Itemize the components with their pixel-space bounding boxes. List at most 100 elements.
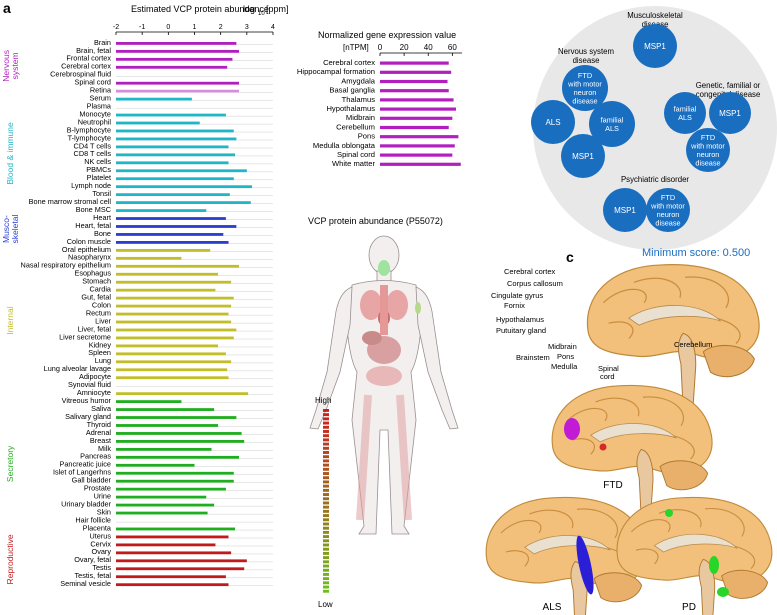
gene-bar xyxy=(380,70,452,74)
group-label-line: Nervous xyxy=(1,50,11,82)
abundance-bar xyxy=(116,193,230,197)
scale-cell xyxy=(323,459,329,463)
disease-label-line: Psychiatric disorder xyxy=(621,175,689,184)
brain-label: Spinal xyxy=(598,364,619,373)
abundance-bar xyxy=(116,487,226,491)
abundance-bar xyxy=(116,392,249,396)
abundance-bar xyxy=(116,352,226,356)
gene-unit: [nTPM] xyxy=(343,43,369,52)
corpus-callosum xyxy=(653,533,738,553)
region-label: Hypothalamus xyxy=(326,104,375,113)
pd-cerebellum-highlight xyxy=(717,587,729,597)
gene-expression-chart: Normalized gene expression value [nTPM] … xyxy=(297,30,462,168)
node-label: ALS xyxy=(545,118,560,127)
cerebellum xyxy=(593,572,643,603)
tissue-label: NK cells xyxy=(84,157,111,166)
abundance-bar xyxy=(116,368,228,372)
abundance-bar xyxy=(116,432,242,435)
abundance-bar xyxy=(116,312,229,316)
gene-bar xyxy=(380,107,456,111)
gene-bar xyxy=(380,79,448,84)
group-label: Reproductive xyxy=(5,534,15,584)
abundance-bar xyxy=(116,169,247,173)
scale-cell xyxy=(323,501,329,505)
min-score: Minimum score: 0.500 xyxy=(642,247,750,259)
abundance-bar xyxy=(116,185,253,189)
disease-node xyxy=(531,100,575,144)
abundance-bar xyxy=(116,153,236,157)
abundance-bar xyxy=(116,344,219,348)
abundance-bar xyxy=(116,89,239,93)
region-label: Medulla oblongata xyxy=(313,141,376,150)
tissue-label: Milk xyxy=(98,444,111,453)
scale-cell xyxy=(323,488,329,492)
abundance-bar xyxy=(116,479,234,483)
node-label-line: MSP1 xyxy=(572,152,594,161)
node-label-line: disease xyxy=(655,219,680,228)
node-label-line: FTD xyxy=(661,193,675,202)
scale-cell xyxy=(323,434,329,438)
tissue-label: Brain, fetal xyxy=(76,46,111,55)
tissue-label: Adrenal xyxy=(86,428,112,437)
tissue-label: Ovary xyxy=(92,547,112,556)
abundance-bar xyxy=(116,209,207,212)
gene-tick-label: 20 xyxy=(400,43,409,52)
tissue-label: Lung xyxy=(95,356,111,365)
disease-label-line: Musculoskeletal xyxy=(627,11,683,20)
tissue-label: PBMCs xyxy=(86,165,111,174)
scale-cell xyxy=(323,514,329,518)
tissue-label: Prostate xyxy=(84,484,111,493)
disease-node xyxy=(686,128,730,172)
scale-cell xyxy=(323,451,329,454)
abundance-bar xyxy=(116,248,211,252)
tissue-label: Skin xyxy=(97,507,111,516)
body-title: VCP protein abundance (P55072) xyxy=(308,216,443,226)
scale-cell xyxy=(323,560,329,564)
group-label-line: Musco- xyxy=(1,215,11,243)
tissue-label: Oral epithelium xyxy=(62,245,111,254)
corpus-callosum xyxy=(590,423,677,443)
abundance-bar xyxy=(116,376,229,380)
tissue-label: Testis xyxy=(92,563,111,572)
node-label-line: with motor xyxy=(650,202,685,211)
tissue-label: Neutrophil xyxy=(78,117,112,126)
gyri xyxy=(566,396,695,460)
gene-bar xyxy=(380,98,454,102)
scale-cell xyxy=(323,409,329,412)
brain-drawing xyxy=(616,496,773,615)
tissue-label: Serum xyxy=(90,94,112,103)
disease-node xyxy=(709,92,751,134)
tissue-label: Testis, fetal xyxy=(75,571,112,580)
brain-label: cord xyxy=(600,372,615,381)
abundance-bar xyxy=(116,408,215,411)
abundance-bar xyxy=(116,471,234,475)
scale-cell xyxy=(323,446,329,450)
tissue-label: B-lymphocyte xyxy=(67,125,111,134)
gene-bar xyxy=(380,61,449,65)
node-label-line: familial xyxy=(601,116,624,125)
region-label: Midbrain xyxy=(346,113,375,122)
scale-cell xyxy=(323,589,329,593)
abundance-bar xyxy=(116,288,216,292)
tissue-label: Plasma xyxy=(87,101,112,110)
abundance-color-scale xyxy=(323,409,329,593)
abundance-bar xyxy=(116,233,224,236)
abundance-bar xyxy=(116,241,229,244)
tissue-label: Vitreous humor xyxy=(62,396,112,405)
legend-low: Low xyxy=(318,600,333,609)
unit-label: [ppm] xyxy=(266,4,289,14)
tissue-label: Lymph node xyxy=(71,181,111,190)
disease-label: Psychiatric disorder xyxy=(621,175,689,184)
brain-label: Fornix xyxy=(504,301,525,310)
group-label: Secretory xyxy=(5,445,15,482)
abundance-bar xyxy=(116,201,251,204)
tissue-label: Kidney xyxy=(89,340,112,349)
region-label: Spinal cord xyxy=(337,150,375,159)
